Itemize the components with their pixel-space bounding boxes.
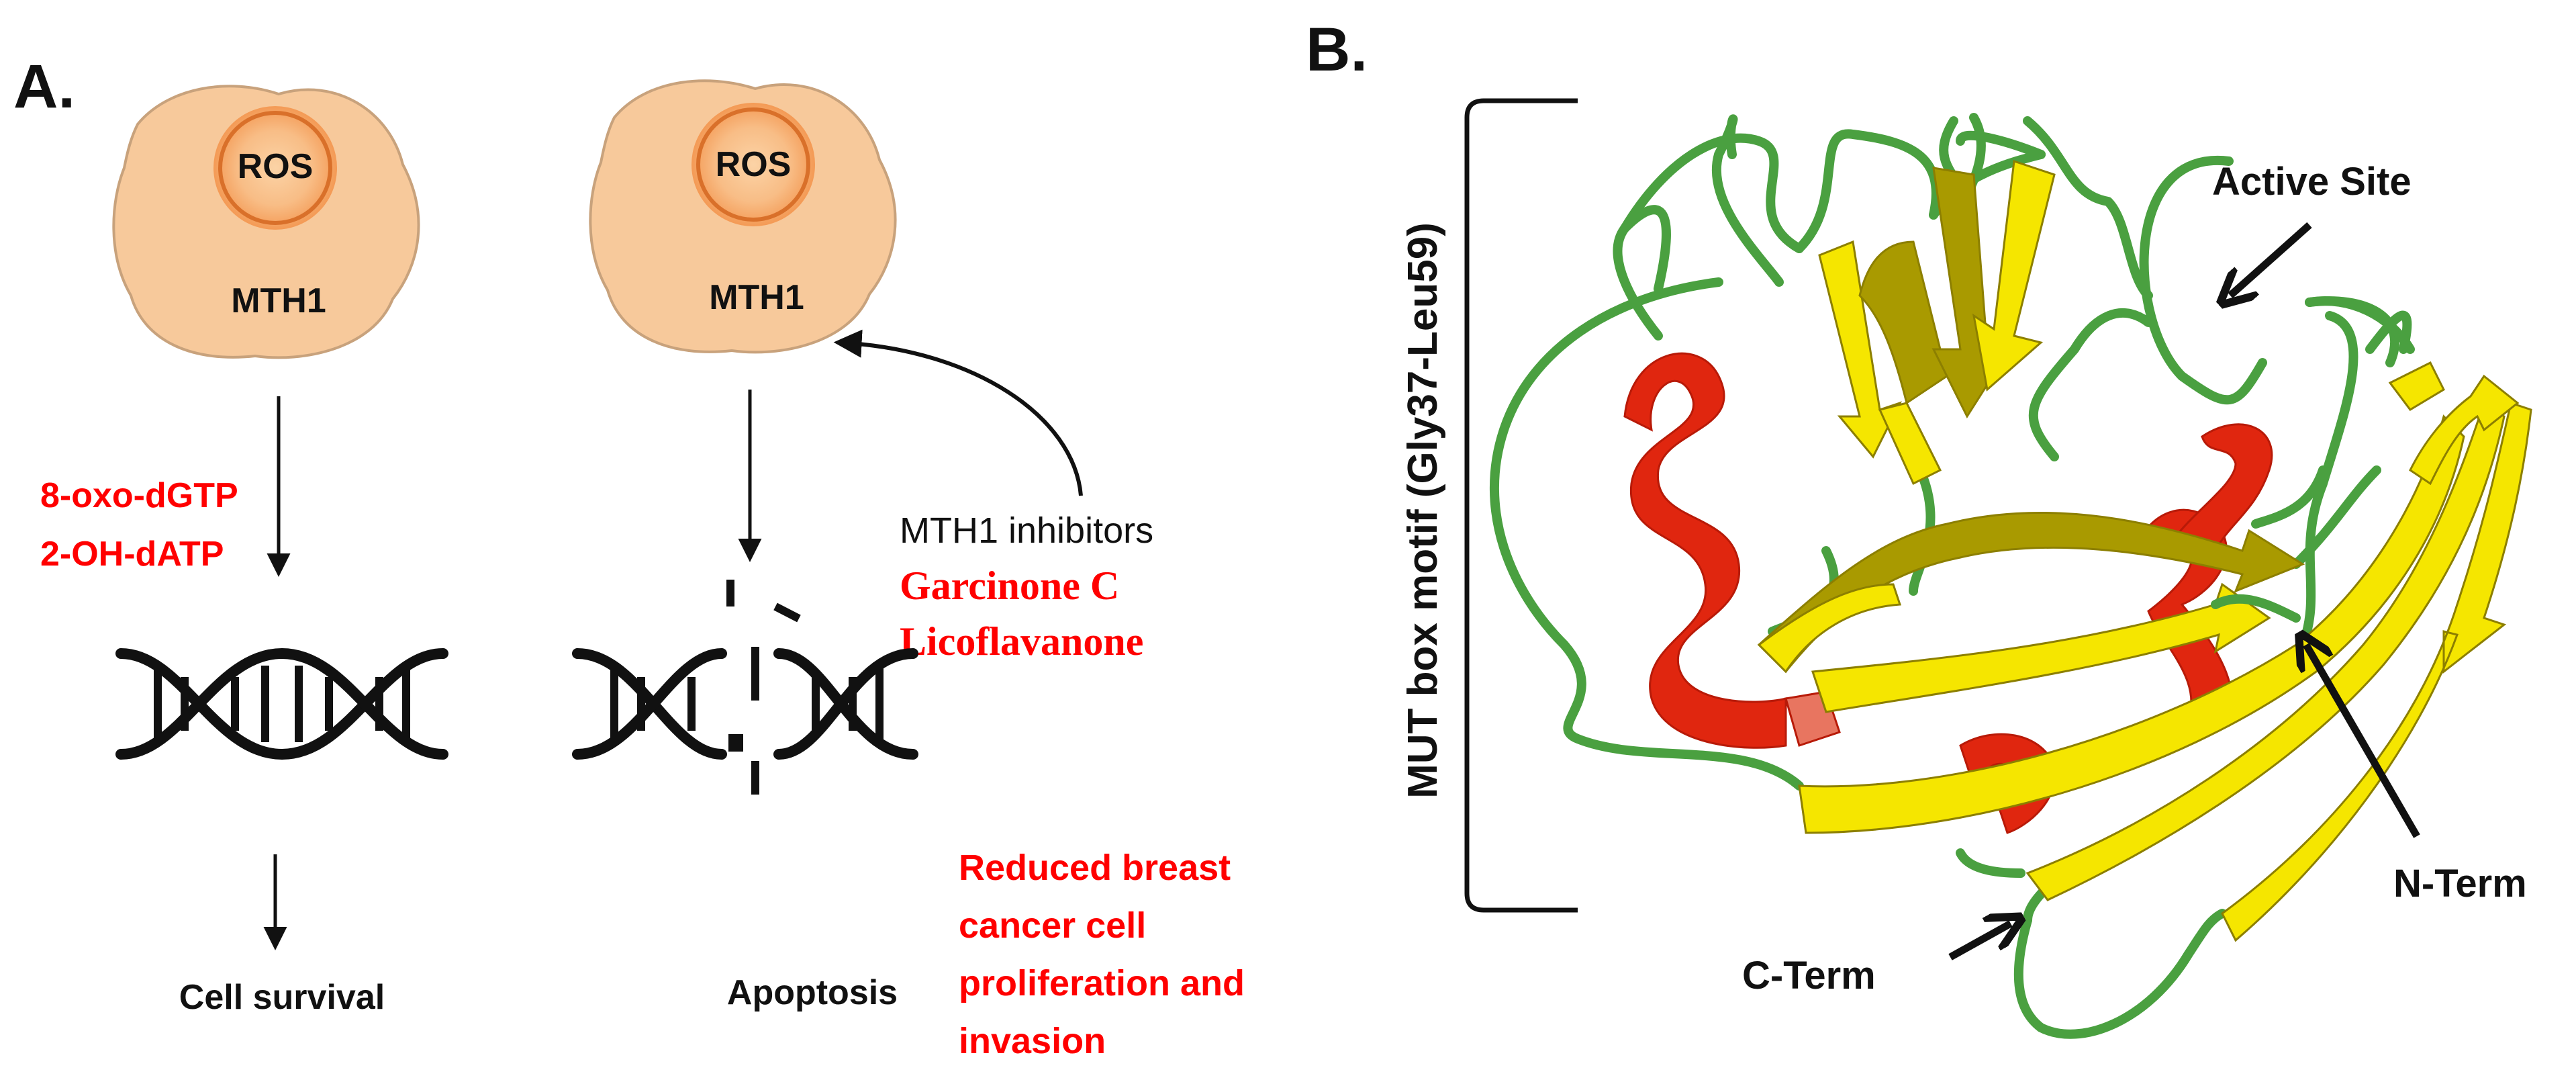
n-term-label: N-Term — [2393, 862, 2527, 905]
compound-garcinone-c: Garcinone C — [900, 564, 1119, 608]
ros-label-right: ROS — [716, 145, 792, 184]
inhibitor-arrow — [833, 329, 1083, 496]
c-term-arrow — [1948, 924, 2011, 960]
protein-structure — [1489, 113, 2532, 1039]
effect-line-1: Reduced breast — [959, 848, 1231, 888]
active-site-arrow — [2230, 222, 2312, 296]
substrate-8-oxo-dgtp: 8-oxo-dGTP — [40, 476, 238, 515]
mth1-label-right: MTH1 — [709, 278, 804, 317]
mut-box-motif-label: MUT box motif (Gly37-Leu59) — [1400, 222, 1446, 799]
outcome-apoptosis: Apoptosis — [727, 973, 898, 1012]
ros-label-left: ROS — [238, 147, 314, 186]
effect-line-2: cancer cell — [959, 905, 1146, 946]
outcome-cell-survival: Cell survival — [179, 978, 385, 1017]
inhibitors-heading: MTH1 inhibitors — [900, 510, 1153, 551]
nucleus-left — [213, 106, 337, 230]
effect-line-3: proliferation and — [959, 963, 1245, 1003]
cell-left: ROS MTH1 — [112, 85, 420, 359]
effect-line-4: invasion — [959, 1021, 1106, 1061]
compound-licoflavanone: Licoflavanone — [900, 619, 1143, 664]
nucleus-right — [691, 103, 815, 226]
cell-right: ROS MTH1 — [589, 79, 897, 354]
mut-box-bracket — [1464, 98, 1578, 913]
dna-damaged — [572, 580, 918, 795]
dna-intact — [121, 654, 443, 754]
c-term-label: C-Term — [1742, 954, 1876, 997]
active-site-label: Active Site — [2212, 160, 2412, 204]
panel-a-label: A. — [13, 52, 75, 121]
panel-b-label: B. — [1306, 15, 1368, 84]
substrate-2-oh-datp: 2-OH-dATP — [40, 535, 224, 574]
mth1-label-left: MTH1 — [231, 281, 326, 320]
n-term-arrow — [2306, 645, 2420, 838]
